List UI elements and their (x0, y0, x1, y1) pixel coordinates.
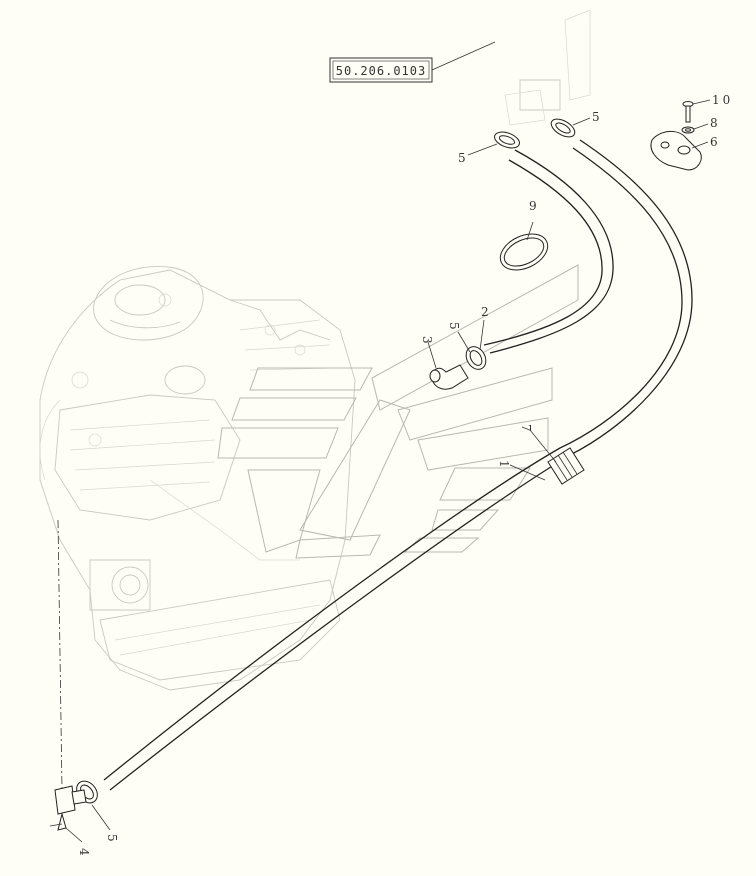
hose-connector (547, 447, 585, 485)
reference-box[interactable]: 50.206.0103 (329, 57, 433, 83)
hose-clamp-mid (465, 346, 487, 370)
watermark-logo (217, 264, 579, 559)
callout-1: 1 (497, 460, 511, 468)
callout-7: 7 (519, 424, 533, 432)
callout-2: 2 (481, 305, 489, 319)
callout-10: 10 (712, 93, 733, 107)
reference-leader (431, 41, 496, 71)
bolt (682, 101, 694, 123)
engine-illustration (39, 9, 591, 691)
callout-6: 6 (710, 135, 718, 149)
callout-4: 4 (77, 848, 91, 856)
callout-5-mid: 5 (447, 322, 461, 330)
callout-5-top-right: 5 (592, 110, 600, 124)
callout-3: 3 (420, 336, 434, 344)
callout-5-bottom: 5 (105, 834, 119, 842)
elbow-fitting (429, 364, 469, 390)
callout-9: 9 (529, 199, 537, 213)
alignment-line (57, 519, 63, 791)
retaining-ring (499, 233, 549, 271)
reference-code: 50.206.0103 (336, 64, 426, 78)
hose-clamp-top-right (550, 118, 576, 138)
hose-upper (483, 149, 614, 354)
callout-leaders (65, 99, 711, 843)
hose-lower (103, 139, 693, 791)
washer (681, 126, 695, 134)
callout-5-top-left: 5 (458, 151, 466, 165)
bracket (650, 131, 702, 171)
hose-clamp-top-left (494, 131, 520, 149)
callout-8: 8 (710, 116, 718, 130)
drain-valve (49, 785, 87, 831)
